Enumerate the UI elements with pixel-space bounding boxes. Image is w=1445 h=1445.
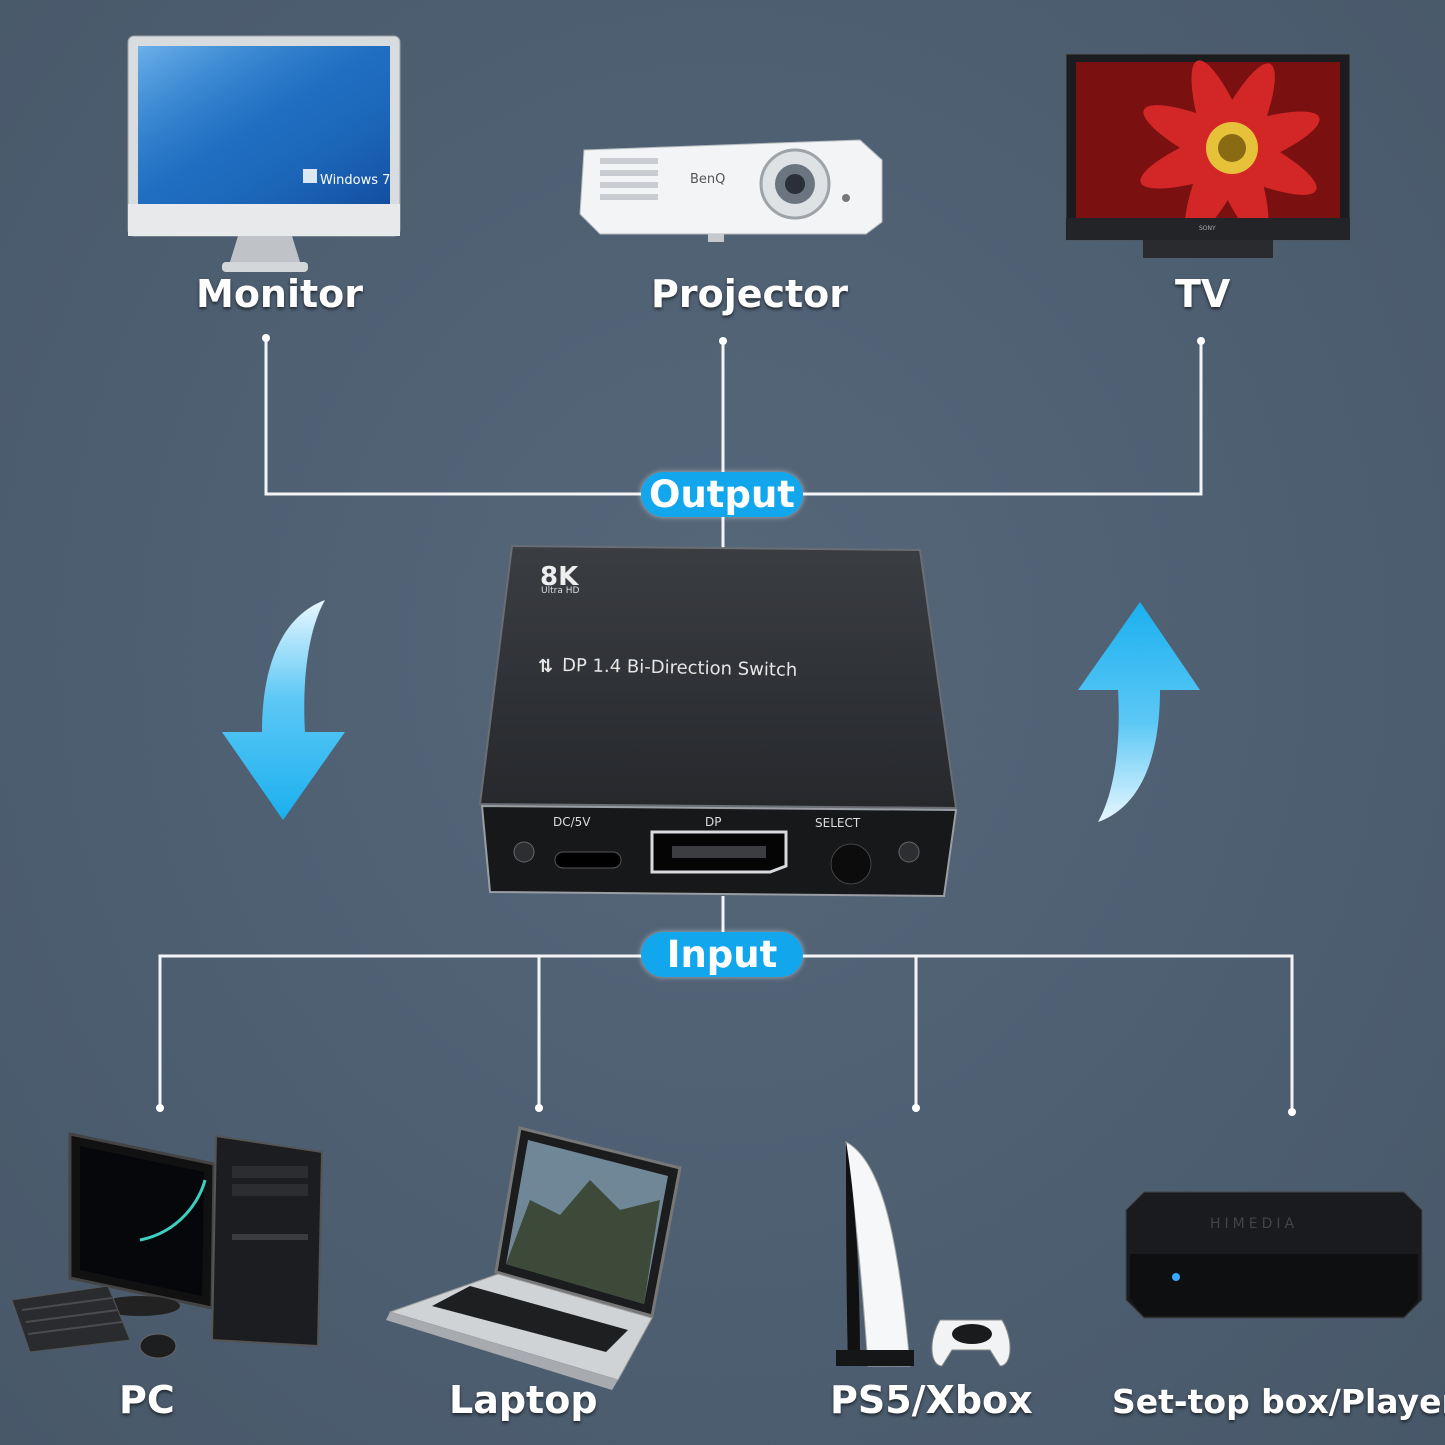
console-label: PS5/Xbox: [830, 1378, 1033, 1422]
switch-arrows-icon: ⇅: [538, 656, 553, 677]
pc-label: PC: [119, 1378, 175, 1422]
settop-brand-text: HIMEDIA: [1210, 1216, 1298, 1232]
device-badge-sub: Ultra HD: [541, 586, 579, 596]
settop-label: Set-top box/Player: [1112, 1382, 1445, 1421]
laptop-label: Laptop: [449, 1378, 598, 1422]
tv-label: TV: [1175, 272, 1231, 316]
projector-label: Projector: [651, 272, 849, 316]
device-name: DP 1.4 Bi-Direction Switch: [562, 655, 798, 681]
port-select-label: SELECT: [815, 816, 861, 830]
input-pill: Input: [641, 932, 803, 977]
monitor-label: Monitor: [196, 272, 364, 316]
port-power-label: DC/5V: [553, 815, 591, 829]
output-pill: Output: [641, 472, 803, 517]
device-badge: 8K: [540, 562, 579, 592]
tv-brand-text: SONY: [1199, 225, 1216, 232]
projector-brand-text: BenQ: [690, 172, 725, 187]
port-dp-label: DP: [705, 815, 721, 829]
monitor-os-text: Windows 7: [320, 173, 390, 188]
